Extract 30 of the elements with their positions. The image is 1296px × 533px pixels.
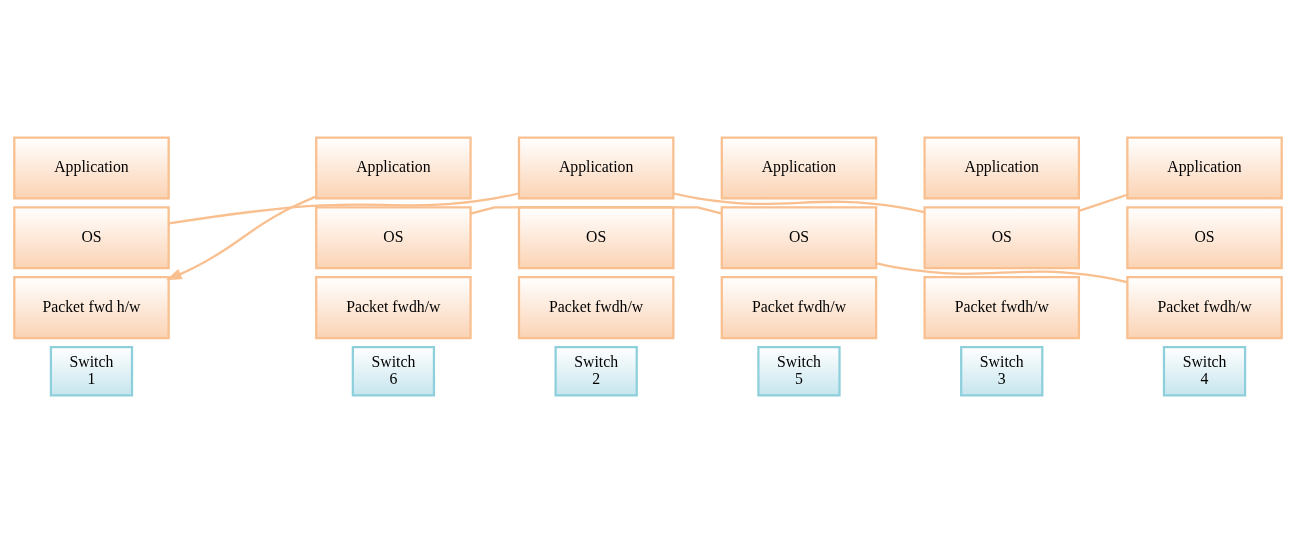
node-box: OS <box>13 206 170 270</box>
node-box: Application <box>315 136 472 200</box>
node-box: OS <box>315 206 472 270</box>
node-box: Packet fwdh/w <box>720 276 878 340</box>
node-box: Application <box>13 136 170 200</box>
node-box: OS <box>720 206 878 270</box>
node-box: Application <box>720 136 878 200</box>
connector <box>1078 193 1128 212</box>
node-box: Packet fwdh/w <box>517 276 675 340</box>
node-box: Packet fwdh/w <box>1126 276 1283 340</box>
node-box: Switch 2 <box>554 345 638 397</box>
node-box: Switch 3 <box>960 345 1044 397</box>
node-box: OS <box>1126 206 1283 270</box>
node-box: Switch 1 <box>49 345 134 397</box>
node-box: Application <box>1126 136 1283 200</box>
node-box: OS <box>923 206 1081 270</box>
node-box: Switch 6 <box>351 345 436 397</box>
node-box: Application <box>923 136 1081 200</box>
node-box: Application <box>517 136 675 200</box>
node-box: Packet fwdh/w <box>923 276 1081 340</box>
node-box: OS <box>517 206 675 270</box>
node-box: Packet fwd h/w <box>13 276 170 340</box>
node-box: Switch 5 <box>757 345 841 397</box>
node-box: Packet fwdh/w <box>315 276 472 340</box>
connector <box>673 192 925 214</box>
connector <box>168 192 519 225</box>
connector <box>876 262 1128 284</box>
arrow <box>165 195 317 281</box>
node-box: Switch 4 <box>1162 345 1247 397</box>
connector <box>470 206 722 215</box>
